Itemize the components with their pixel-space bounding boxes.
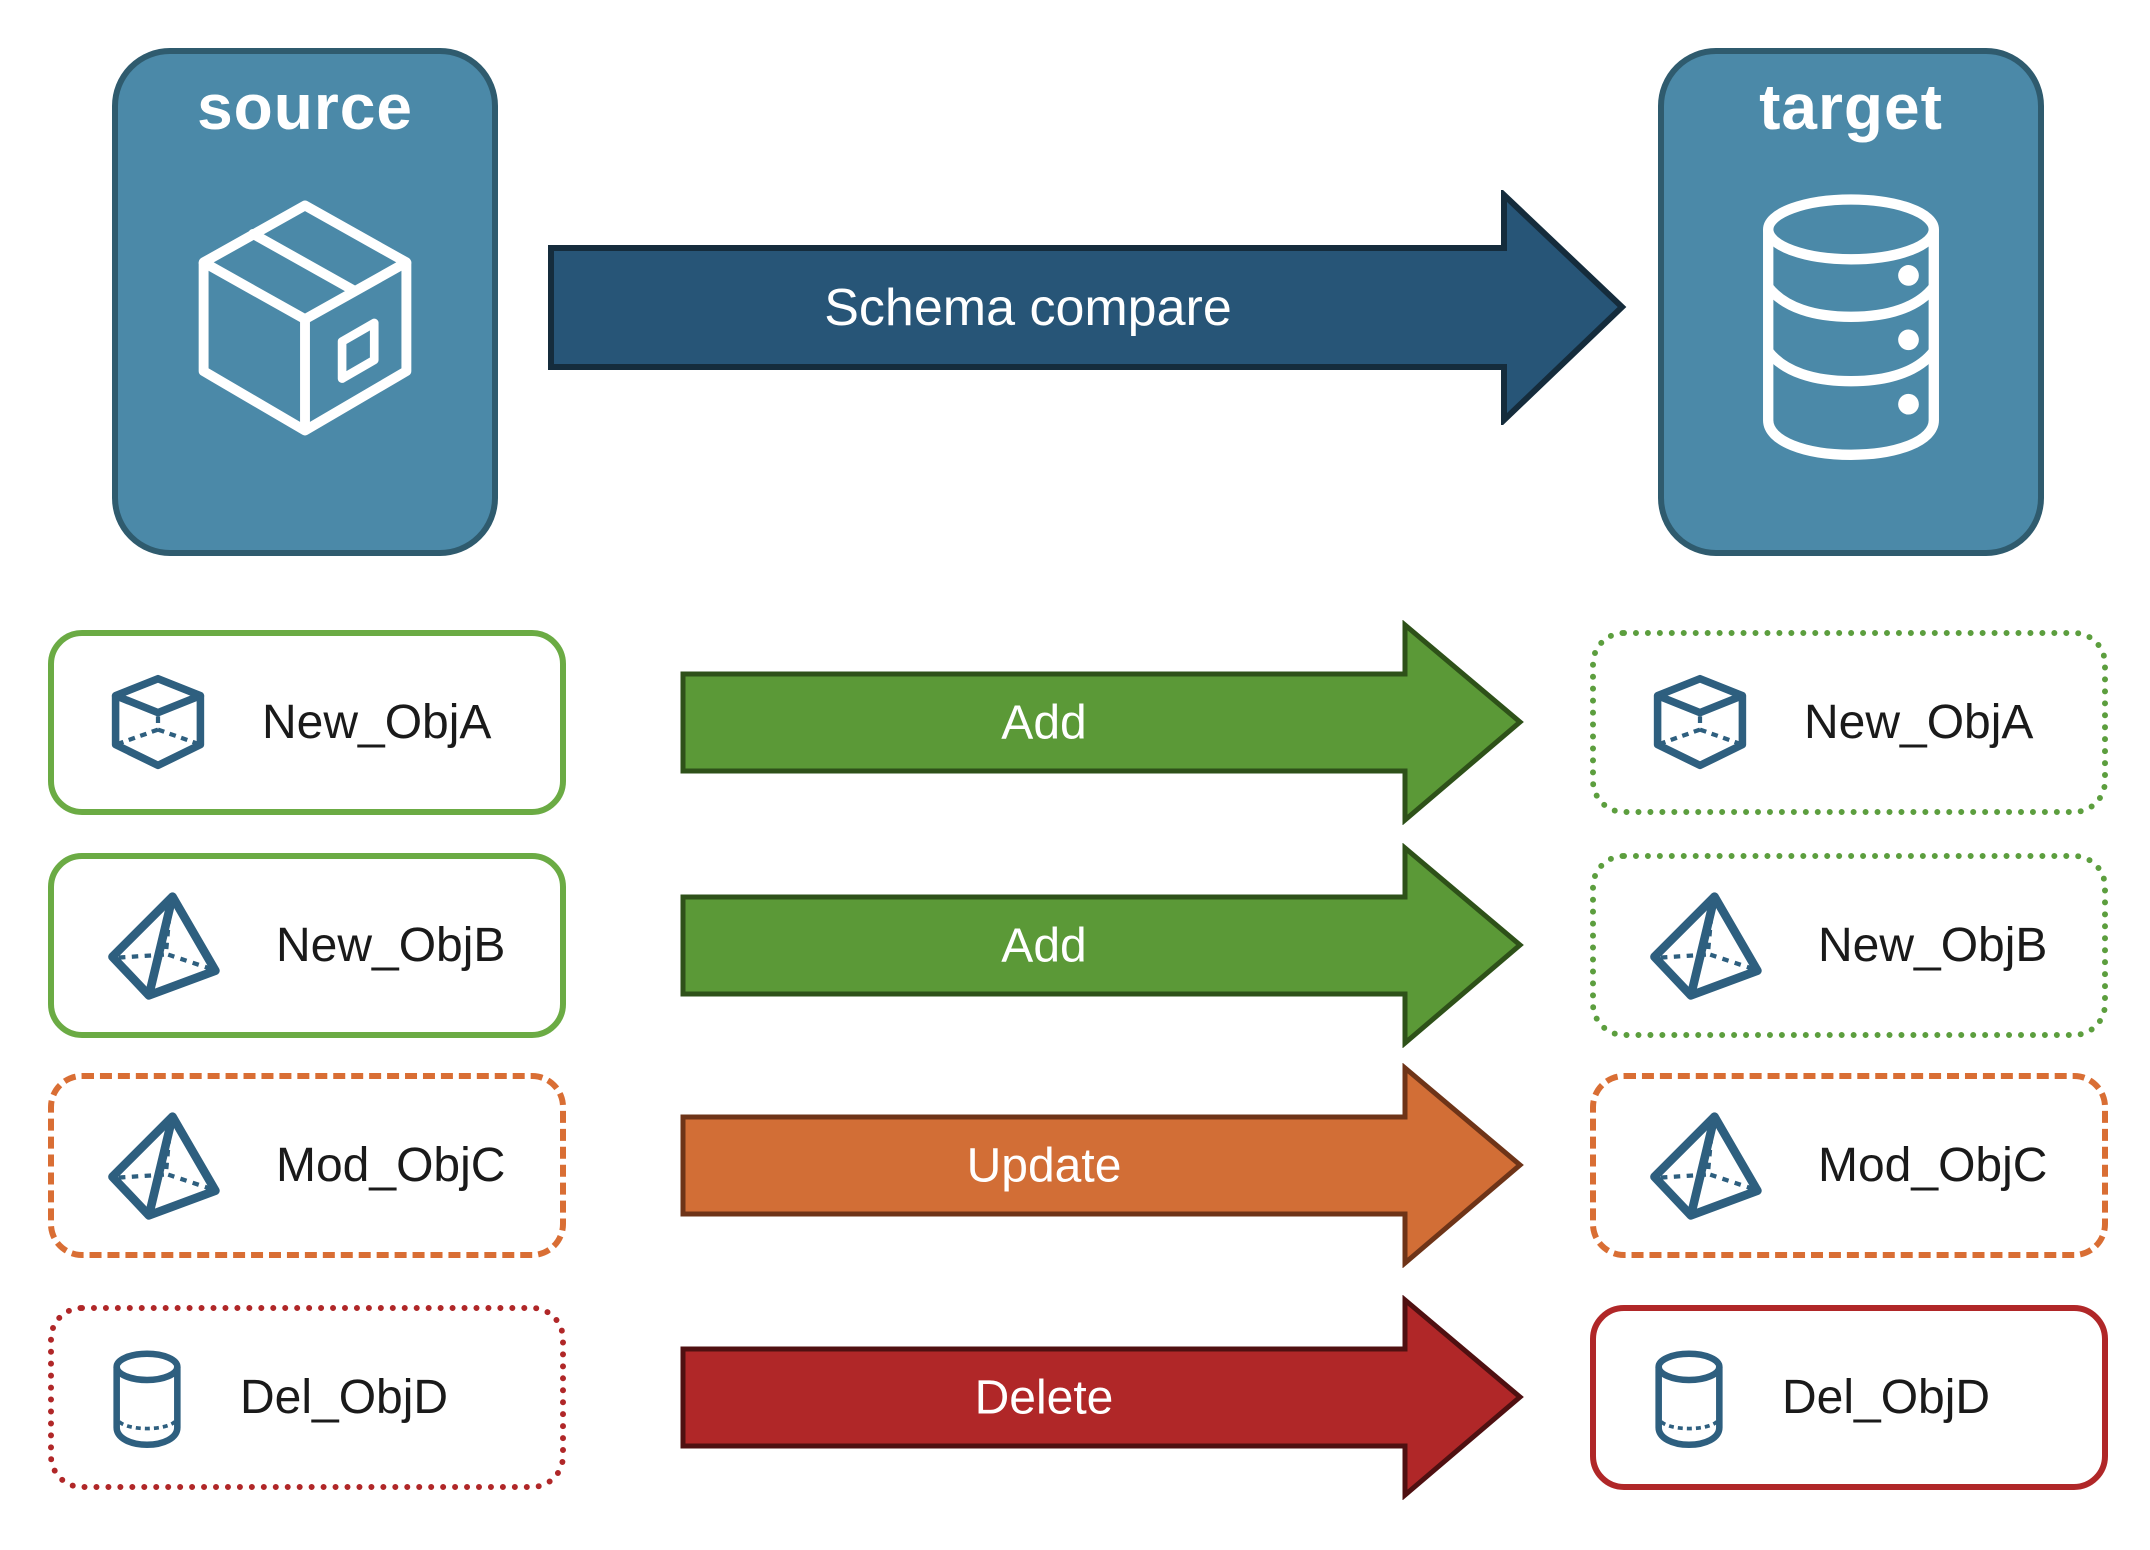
object-name: New_ObjB bbox=[276, 919, 506, 972]
package-icon bbox=[169, 188, 441, 448]
source-object-box: Del_ObjD bbox=[48, 1305, 566, 1490]
update-arrow: Update bbox=[680, 1063, 1524, 1268]
action-label: Update bbox=[967, 1140, 1122, 1193]
action-label: Delete bbox=[975, 1372, 1114, 1425]
object-name: Mod_ObjC bbox=[276, 1139, 506, 1192]
target-object-box: Del_ObjD bbox=[1590, 1305, 2108, 1490]
cylinder-icon bbox=[1648, 1348, 1730, 1448]
target-object-box: New_ObjB bbox=[1590, 853, 2108, 1038]
schema-compare-label: Schema compare bbox=[824, 279, 1232, 337]
schema-compare-arrow: Schema compare bbox=[548, 190, 1627, 425]
object-name: Mod_ObjC bbox=[1818, 1139, 2048, 1192]
delete-arrow: Delete bbox=[680, 1295, 1524, 1500]
source-object-box: New_ObjA bbox=[48, 630, 566, 815]
target-object-box: New_ObjA bbox=[1590, 630, 2108, 815]
pyramid-icon bbox=[1648, 1109, 1766, 1222]
pyramid-icon bbox=[1648, 889, 1766, 1002]
object-name: New_ObjA bbox=[262, 696, 492, 749]
object-name: New_ObjB bbox=[1818, 919, 2048, 972]
object-name: Del_ObjD bbox=[240, 1371, 449, 1424]
action-label: Add bbox=[1001, 920, 1086, 973]
action-label: Add bbox=[1001, 697, 1086, 750]
target-node-label: target bbox=[1759, 71, 1943, 143]
target-node: target bbox=[1658, 48, 2044, 556]
source-object-box: Mod_ObjC bbox=[48, 1073, 566, 1258]
source-node: source bbox=[112, 48, 498, 556]
cube-icon bbox=[1648, 674, 1752, 772]
add-arrow: Add bbox=[680, 620, 1524, 825]
object-name: New_ObjA bbox=[1804, 696, 2034, 749]
pyramid-icon bbox=[106, 889, 224, 1002]
pyramid-icon bbox=[106, 1109, 224, 1222]
object-name: Del_ObjD bbox=[1782, 1371, 1991, 1424]
target-object-box: Mod_ObjC bbox=[1590, 1073, 2108, 1258]
add-arrow: Add bbox=[680, 843, 1524, 1048]
source-object-box: New_ObjB bbox=[48, 853, 566, 1038]
cylinder-icon bbox=[106, 1348, 188, 1448]
cube-icon bbox=[106, 674, 210, 772]
source-node-label: source bbox=[197, 71, 413, 143]
database-icon bbox=[1736, 188, 1966, 464]
